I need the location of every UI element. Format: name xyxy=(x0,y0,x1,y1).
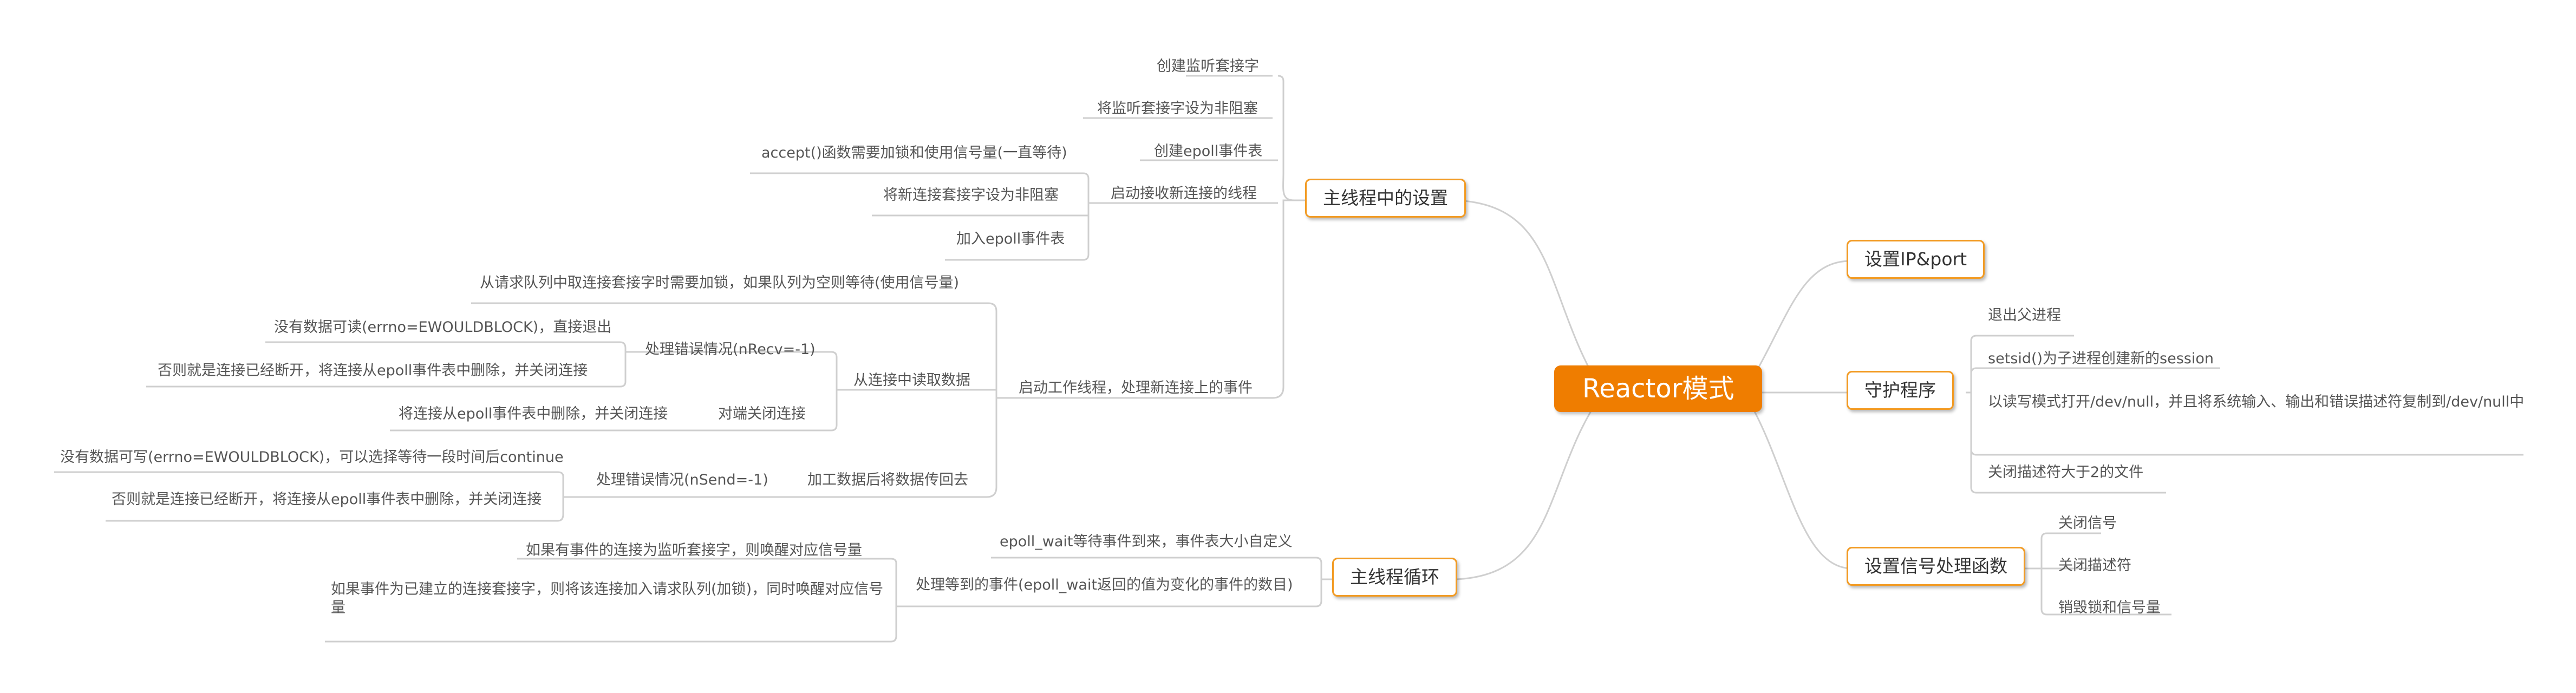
node-dequeue[interactable]: 从请求队列中取连接套接字时需要加锁，如果队列为空则等待(使用信号量) xyxy=(480,274,960,291)
node-epoll-wait[interactable]: epoll_wait等待事件到来，事件表大小自定义 xyxy=(1000,533,1293,550)
topic-main-loop[interactable]: 主线程循环 xyxy=(1332,558,1457,597)
node-accept-thread[interactable]: 启动接收新连接的线程 xyxy=(1111,185,1257,202)
node-dev-null[interactable]: 以读写模式打开/dev/null，并且将系统输入、输出和错误描述符复制到/dev… xyxy=(1988,394,2525,410)
node-send-closed[interactable]: 否则就是连接已经断开，将连接从epoll事件表中删除，并关闭连接 xyxy=(112,491,542,508)
node-send-error[interactable]: 处理错误情况(nSend=-1) xyxy=(596,472,768,488)
node-peer-close-action[interactable]: 将连接从epoll事件表中删除，并关闭连接 xyxy=(399,406,668,422)
node-listen-event[interactable]: 如果有事件的连接为监听套接字，则唤醒对应信号量 xyxy=(526,542,862,559)
node-process-send[interactable]: 加工数据后将数据传回去 xyxy=(807,472,968,488)
node-accept-lock[interactable]: accept()函数需要加锁和使用信号量(一直等待) xyxy=(761,145,1067,161)
topic-daemon[interactable]: 守护程序 xyxy=(1847,371,1954,410)
root-topic[interactable]: Reactor模式 xyxy=(1554,365,1763,412)
node-setsid[interactable]: setsid()为子进程创建新的session xyxy=(1988,350,2214,367)
topic-main-setup[interactable]: 主线程中的设置 xyxy=(1305,179,1466,218)
node-destroy-lock[interactable]: 销毁锁和信号量 xyxy=(2058,599,2161,616)
node-peer-close[interactable]: 对端关闭连接 xyxy=(718,406,806,422)
node-recv-error[interactable]: 处理错误情况(nRecv=-1) xyxy=(645,341,816,358)
node-exit-parent[interactable]: 退出父进程 xyxy=(1988,307,2061,324)
node-send-wouldblock[interactable]: 没有数据可写(errno=EWOULDBLOCK)，可以选择等待一段时间后con… xyxy=(60,449,564,466)
topic-ip-port[interactable]: 设置IP&port xyxy=(1847,240,1985,279)
node-recv-wouldblock[interactable]: 没有数据可读(errno=EWOULDBLOCK)，直接退出 xyxy=(274,319,612,336)
node-add-epoll[interactable]: 加入epoll事件表 xyxy=(956,231,1065,247)
node-conn-nonblock[interactable]: 将新连接套接字设为非阻塞 xyxy=(883,187,1059,204)
node-read-data[interactable]: 从连接中读取数据 xyxy=(853,372,970,389)
node-close-fds[interactable]: 关闭描述符大于2的文件 xyxy=(1988,464,2144,481)
node-conn-event[interactable]: 如果事件为已建立的连接套接字，则将该连接加入请求队列(加锁)，同时唤醒对应信号量 xyxy=(331,581,884,616)
node-listen-nonblock[interactable]: 将监听套接字设为非阻塞 xyxy=(1097,100,1258,117)
node-create-epoll[interactable]: 创建epoll事件表 xyxy=(1154,143,1263,160)
node-close-descriptor[interactable]: 关闭描述符 xyxy=(2058,557,2131,574)
topic-signal-handler[interactable]: 设置信号处理函数 xyxy=(1847,547,2025,586)
node-close-signal[interactable]: 关闭信号 xyxy=(2058,515,2117,532)
node-recv-closed[interactable]: 否则就是连接已经断开，将连接从epoll事件表中删除，并关闭连接 xyxy=(158,362,588,379)
node-worker-thread[interactable]: 启动工作线程，处理新连接上的事件 xyxy=(1019,380,1253,396)
node-create-listen-socket[interactable]: 创建监听套接字 xyxy=(1157,58,1259,75)
node-handle-events[interactable]: 处理等到的事件(epoll_wait返回的值为变化的事件的数目) xyxy=(916,577,1293,593)
